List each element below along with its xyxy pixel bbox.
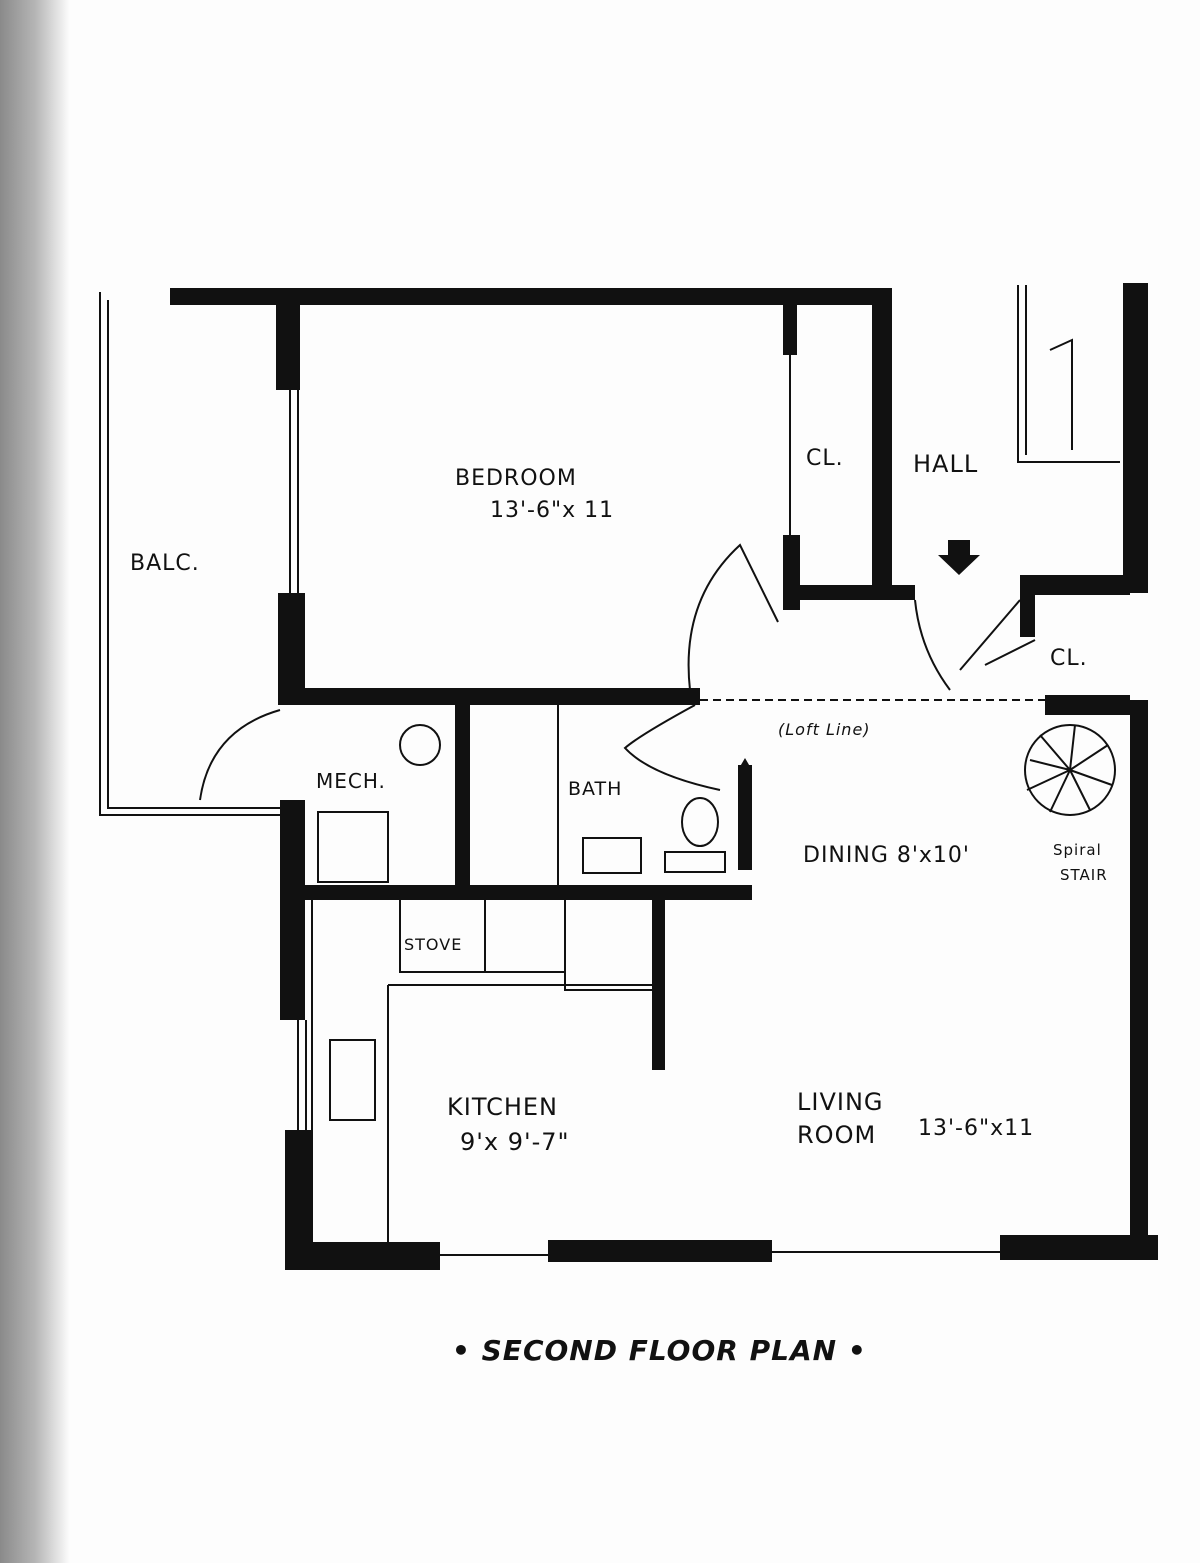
label-kitchen: KITCHEN (447, 1093, 558, 1121)
label-balcony: BALC. (130, 551, 200, 576)
label-bedroom-size: 13'-6"x 11 (490, 498, 614, 523)
label-hall-closet: CL. (1050, 646, 1088, 671)
label-living: LIVING (797, 1088, 884, 1116)
label-bedroom: BEDROOM (455, 466, 577, 491)
label-dining: DINING 8'x10' (803, 843, 970, 868)
label-bath: BATH (568, 778, 622, 800)
thin-lines (99, 285, 1120, 1256)
entry-arrow-icon (938, 540, 980, 575)
label-living-2: ROOM (797, 1121, 876, 1149)
label-mech: MECH. (316, 769, 386, 793)
label-loft-line: (Loft Line) (778, 720, 871, 739)
doors (199, 540, 1036, 801)
scan-edge-shadow (0, 0, 70, 1563)
label-hall: HALL (913, 450, 978, 478)
label-stove: STOVE (404, 935, 462, 954)
label-living-size: 13'-6"x11 (918, 1116, 1034, 1141)
spiral-stair-icon (1024, 724, 1116, 816)
label-kitchen-size: 9'x 9'-7" (460, 1128, 570, 1156)
label-stair-2: STAIR (1060, 866, 1108, 884)
label-stair-1: Spiral (1053, 841, 1102, 859)
walls (170, 283, 1158, 1270)
labels: BALC. BEDROOM 13'-6"x 11 CL. HALL CL. (L… (130, 446, 1108, 1367)
label-bedroom-closet: CL. (806, 446, 844, 471)
plan-title: • SECOND FLOOR PLAN • (452, 1334, 867, 1367)
